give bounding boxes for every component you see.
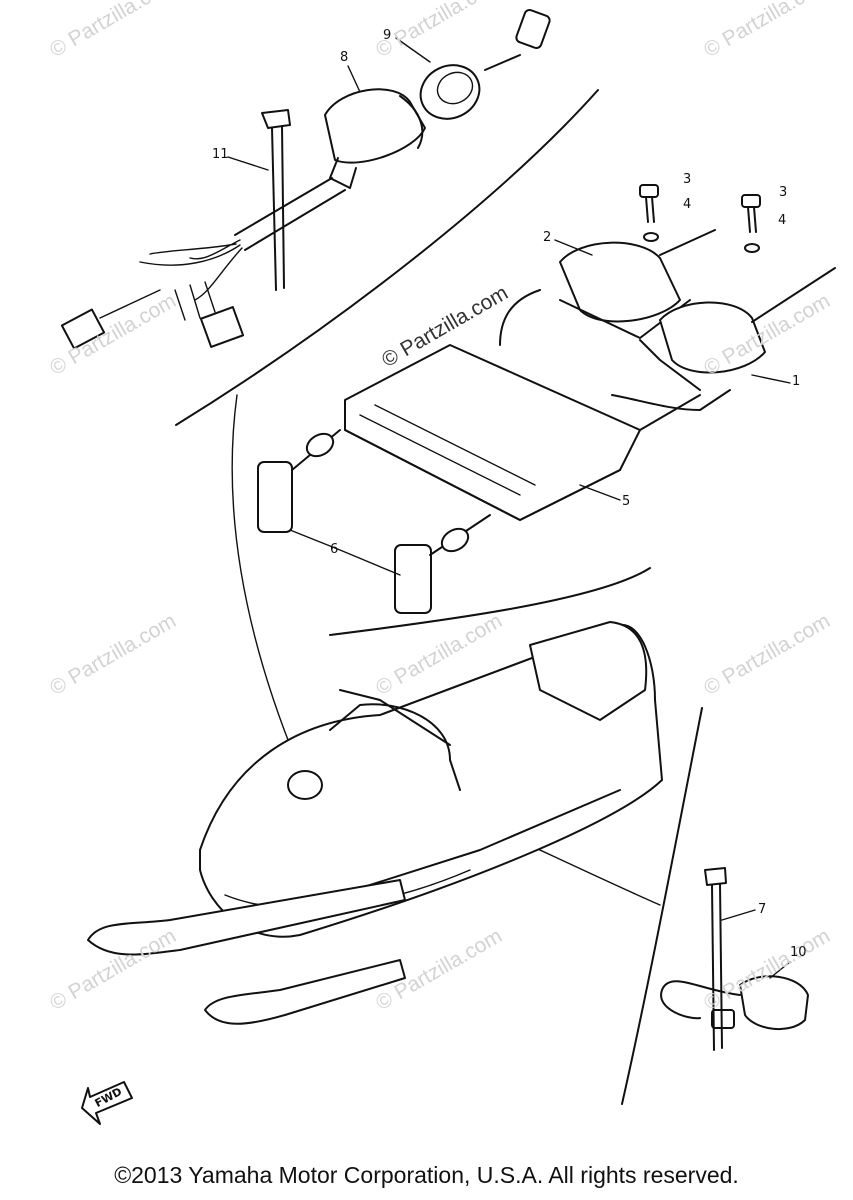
leader-curve-left [231,394,301,771]
callout-8: 8 [340,50,349,65]
callout-2: 2 [543,230,552,245]
snowmobile-ski-right [204,959,406,1025]
snowmobile-ski-left [87,879,406,956]
section-divider-middle [329,567,651,636]
callout-10: 10 [790,945,807,960]
ignition-coil-1 [639,267,836,391]
bolt-washer-left [639,184,659,242]
key-cap [419,8,551,120]
leader-8 [347,65,361,93]
cable-tie-7 [704,867,727,1051]
plug-cap-leader [289,529,401,576]
leader-1 [751,374,791,384]
leader-11 [227,156,269,171]
leader-9 [395,37,431,63]
callout-5: 5 [622,494,631,509]
section-divider-top [175,89,599,426]
leader-10 [769,961,791,979]
callout-3b: 3 [779,185,788,200]
callout-3a: 3 [683,172,692,187]
cable-tie-11 [261,109,291,291]
bolt-washer-right [741,194,761,253]
leader-7 [721,909,756,921]
cdi-unit [344,344,701,521]
callout-9: 9 [383,28,392,43]
fwd-arrow [81,1081,133,1125]
callout-4a: 4 [683,197,692,212]
callout-6: 6 [330,542,339,557]
leader-5 [579,484,621,501]
high-tension-wires [499,289,731,411]
callout-4b: 4 [778,213,787,228]
main-switch-assembly [60,88,426,350]
callout-1: 1 [792,374,801,389]
leader-2 [554,239,593,256]
section-divider-right [621,707,703,1105]
callout-11: 11 [212,147,229,162]
snowmobile-body [199,621,663,938]
callout-7: 7 [758,902,767,917]
plug-cap-lower [394,514,491,614]
stop-switch [660,975,809,1031]
copyright-notice: ©2013 Yamaha Motor Corporation, U.S.A. A… [114,1162,739,1188]
plug-cap-upper [257,429,341,533]
